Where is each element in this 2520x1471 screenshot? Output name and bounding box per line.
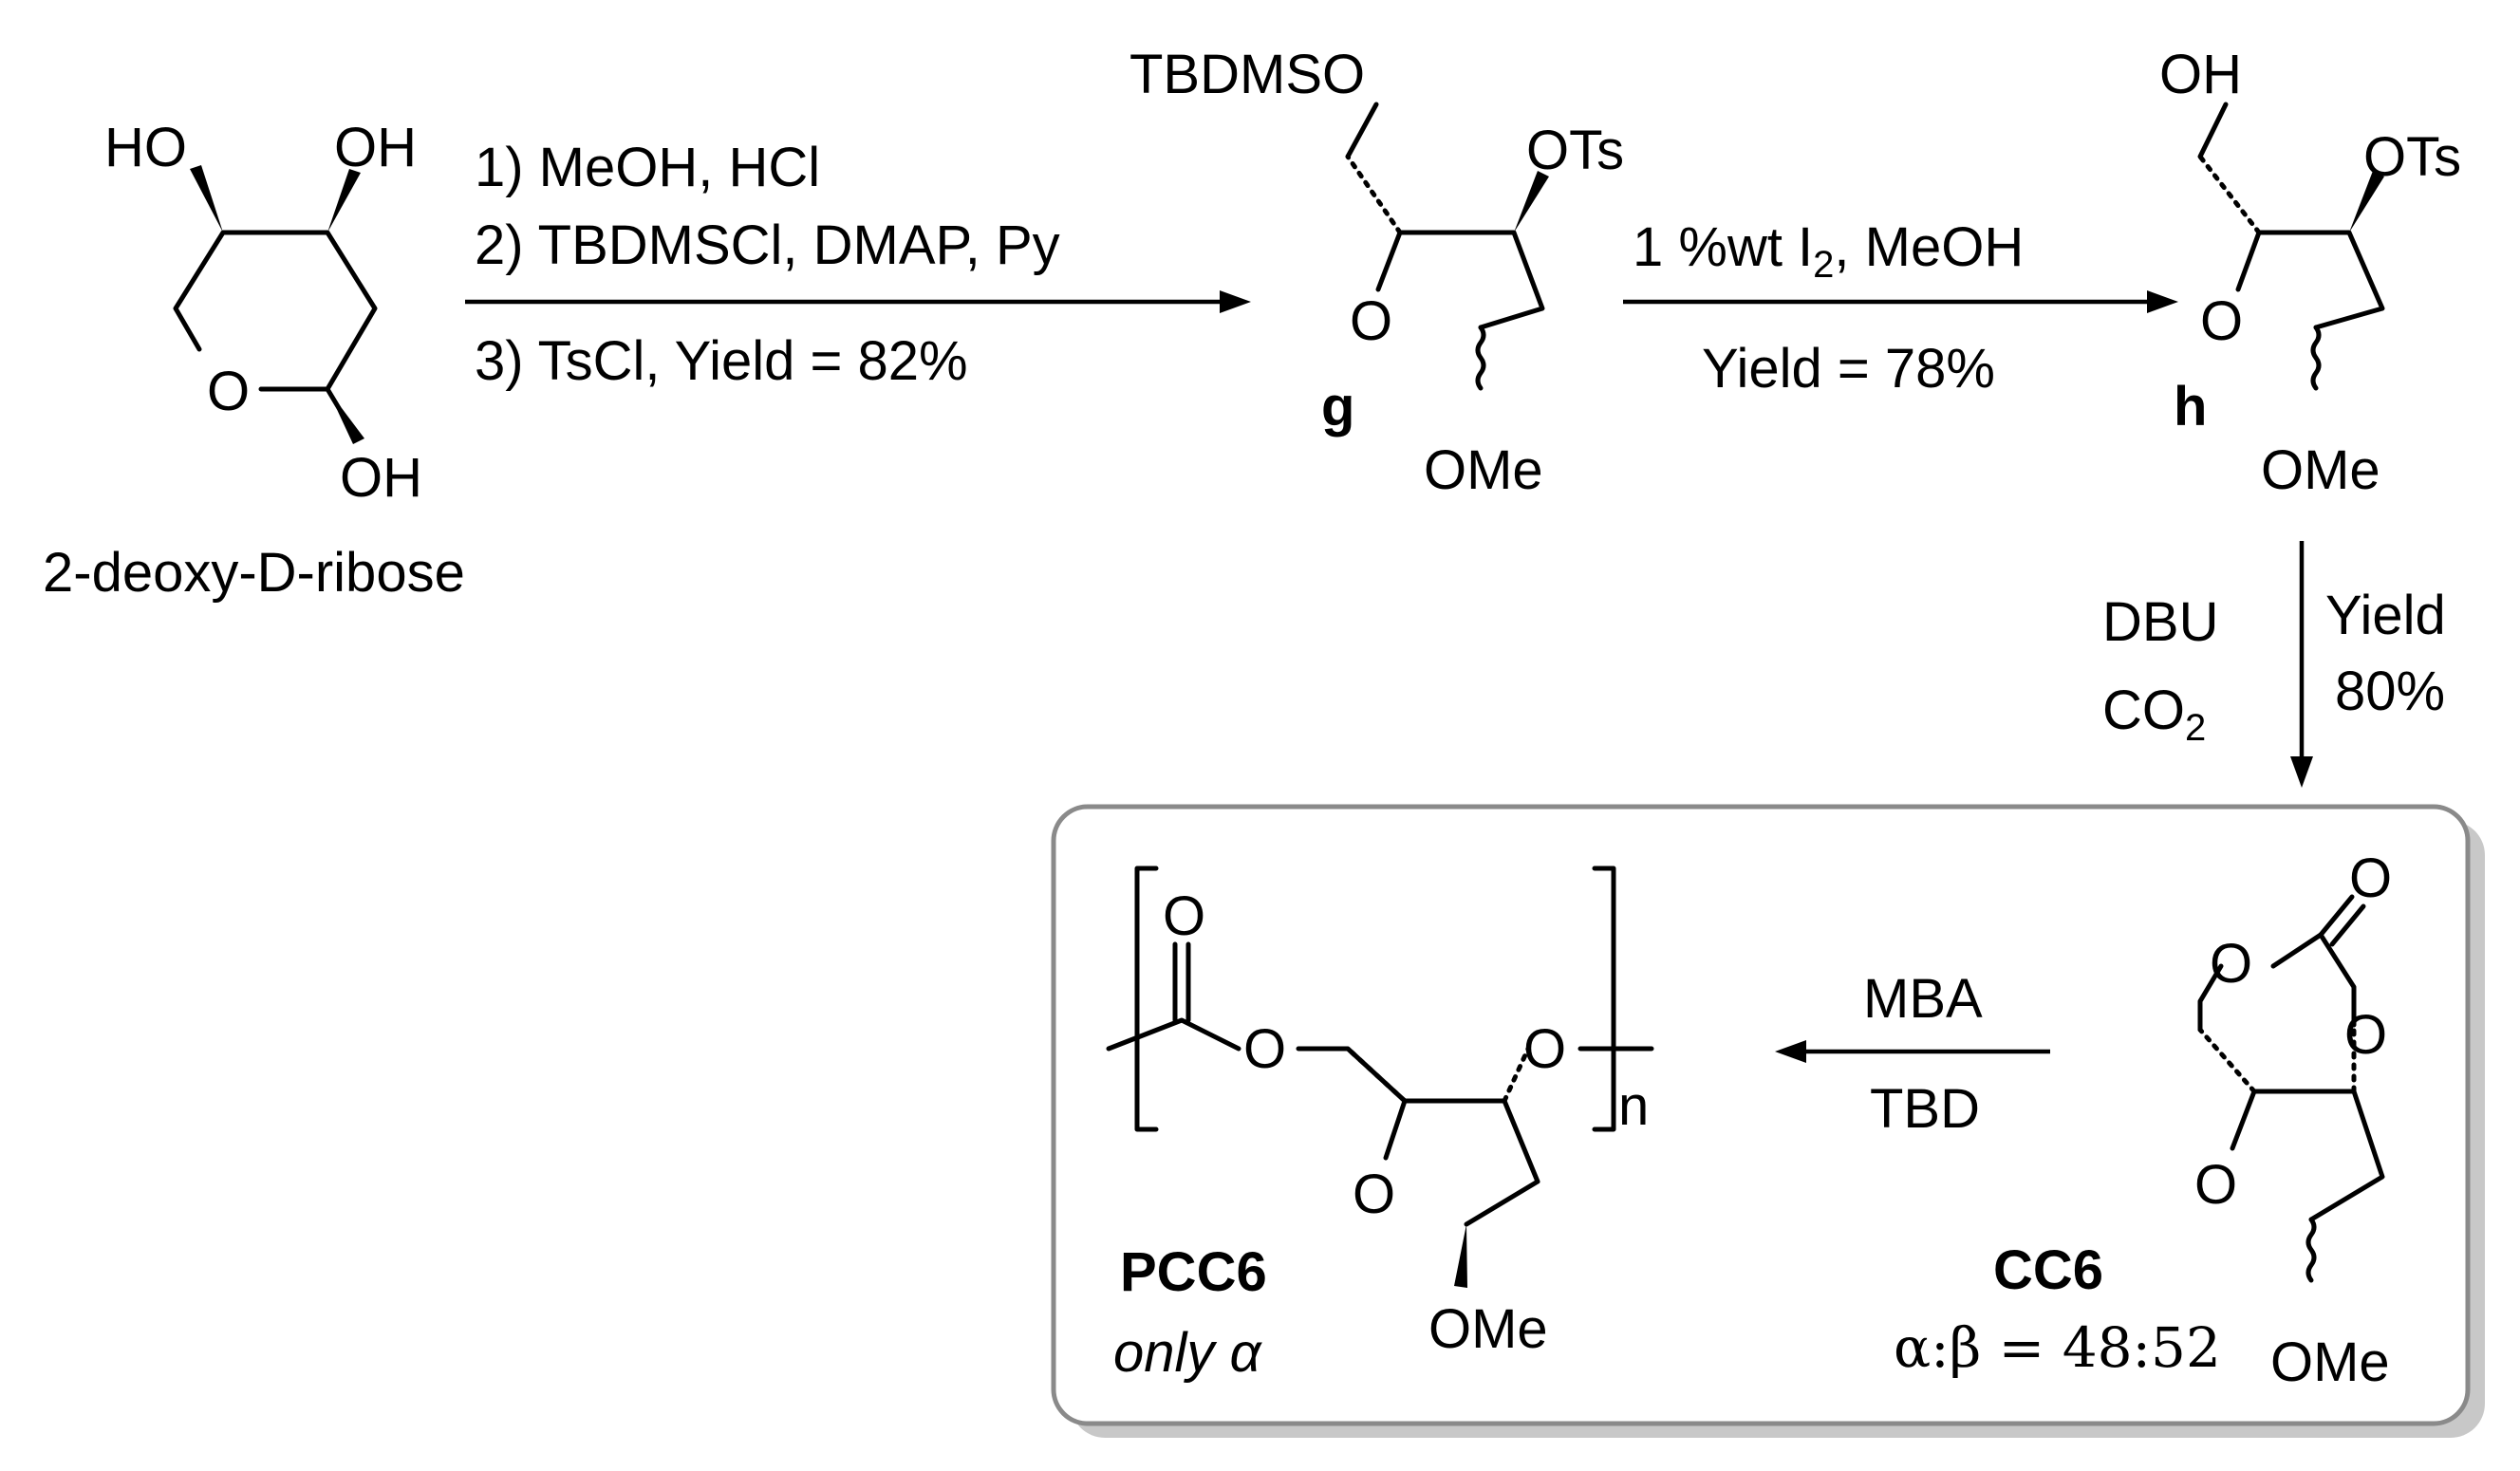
g-ring-oxygen: O: [1350, 290, 1392, 352]
step4-reagent2: TBD: [1870, 1078, 1980, 1140]
cc6-carbonyl-oxygen: O: [2349, 847, 2392, 909]
cc6-ring-oxygen: O: [2194, 1154, 2237, 1216]
step1-line2: 2) TBDMSCl, DMAP, Py: [475, 214, 1060, 276]
start-compound-name: 2-deoxy-D-ribose: [43, 542, 465, 604]
polymer-pcc6: O O O O OMe n PCC6 only α: [1106, 866, 1654, 1384]
pcc6-ring-bonds: [1383, 1098, 1540, 1227]
step3-yield-value: 80%: [2335, 661, 2445, 722]
step2-reagent: 1 %wt I2, MeOH: [1633, 216, 2024, 286]
step3-reagent1: DBU: [2102, 591, 2218, 653]
pcc6-link-oxygen: O: [1523, 1018, 1566, 1080]
start-ring-oxygen: O: [207, 361, 250, 422]
start-oh-bottom-label: OH: [340, 447, 422, 509]
step1-arrowhead: [1220, 290, 1251, 313]
step2-arrow-group: 1 %wt I2, MeOH Yield = 78%: [1623, 216, 2178, 400]
step1-line1: 1) MeOH, HCl: [475, 137, 820, 198]
step2-arrowhead: [2147, 290, 2178, 313]
cc6-ome-label: OMe: [2270, 1331, 2390, 1393]
g-ch2-bond: [1345, 102, 1379, 159]
pcc6-wedge-ome: [1454, 1224, 1467, 1288]
pcc6-ome-label: OMe: [1428, 1298, 1548, 1360]
h-wedge-ots: [2349, 171, 2384, 233]
pcc6-hash-bond-o: [1502, 1046, 1531, 1104]
step1-arrow-group: 1) MeOH, HCl 2) TBDMSCl, DMAP, Py 3) TsC…: [465, 137, 1251, 392]
h-ots-label: OTs: [2363, 126, 2461, 188]
cc6-ring-bonds: [2230, 1089, 2385, 1222]
product-box: [1051, 804, 2485, 1438]
h-compound-id: h: [2174, 376, 2207, 438]
h-oh-label: OH: [2159, 44, 2242, 105]
cc6-ester-oxygen-left: O: [2210, 933, 2252, 995]
cc6-hash-bond-ch2: [2197, 1027, 2257, 1094]
pcc6-carbonyl-oxygen: O: [1163, 885, 1205, 947]
g-ring-bonds: [1375, 230, 1545, 330]
cc6-carbonate-ring: [2197, 932, 2357, 1033]
step2-yield: Yield = 78%: [1702, 338, 1995, 400]
g-compound-id: g: [1321, 376, 1354, 438]
product-box-frame: [1051, 804, 2471, 1426]
pcc6-carbonyl-double-bond: [1172, 941, 1191, 1023]
step3-reagent2: CO2: [2102, 680, 2206, 749]
g-wavy-bond: [1475, 325, 1486, 391]
h-hash-bond: [2197, 154, 2262, 235]
step4-reagent1: MBA: [1863, 968, 1983, 1030]
cc6-compound-id: CC6: [1993, 1239, 2103, 1301]
step3-arrowhead: [2290, 756, 2313, 788]
pcc6-ester-oxygen: O: [1243, 1018, 1286, 1080]
h-ring-bonds: [2235, 230, 2385, 330]
pcc6-hash-bond: [1345, 1046, 1408, 1104]
h-ch2-bond: [2197, 102, 2229, 159]
start-ho-label: HO: [104, 117, 187, 178]
start-oh-top-label: OH: [334, 117, 417, 178]
cc6-carbonyl-double-bond: [2318, 894, 2366, 947]
step4-arrow-group: MBA TBD: [1775, 968, 2050, 1140]
pcc6-ring-oxygen: O: [1353, 1164, 1395, 1225]
compound-g: TBDMSO OTs O OMe g: [1129, 44, 1624, 501]
g-silyl-label: TBDMSO: [1129, 44, 1365, 105]
start-wedge-anomeric-oh: [327, 389, 364, 444]
h-wavy-bond: [2310, 325, 2322, 391]
cc6-ester-oxygen-right: O: [2344, 1004, 2387, 1066]
cc6-wavy-bond: [2305, 1217, 2317, 1283]
start-material-2-deoxy-d-ribose: HO OH O OH 2-deoxy-D-ribose: [43, 117, 465, 604]
pcc6-repeat-n: n: [1618, 1075, 1649, 1137]
pcc6-note: only α: [1113, 1322, 1263, 1384]
pcc6-left-bracket: [1134, 866, 1159, 1132]
start-ring-bonds: [173, 230, 378, 411]
h-ome-label: OMe: [2261, 439, 2380, 501]
cc6-anomer-ratio: α:β = 48:52: [1894, 1315, 2221, 1380]
step4-arrowhead: [1775, 1040, 1806, 1063]
compound-cc6: O O O O OMe CC6 α:β = 48:52: [1894, 847, 2392, 1393]
g-wedge-ots: [1514, 171, 1549, 233]
g-ome-label: OMe: [1424, 439, 1543, 501]
start-wedge-oh: [327, 169, 361, 233]
pcc6-compound-id: PCC6: [1120, 1241, 1267, 1303]
g-ots-label: OTs: [1526, 120, 1624, 181]
h-ring-oxygen: O: [2200, 290, 2243, 352]
compound-h: OH OTs O OMe h: [2159, 44, 2461, 501]
start-wedge-ho: [190, 165, 223, 233]
step3-yield-word: Yield: [2325, 585, 2446, 646]
step3-arrow-group: DBU CO2 Yield 80%: [2102, 541, 2446, 788]
pcc6-right-bracket: [1592, 866, 1616, 1132]
step1-line3: 3) TsCl, Yield = 82%: [475, 330, 968, 392]
g-hash-bond: [1345, 154, 1403, 235]
